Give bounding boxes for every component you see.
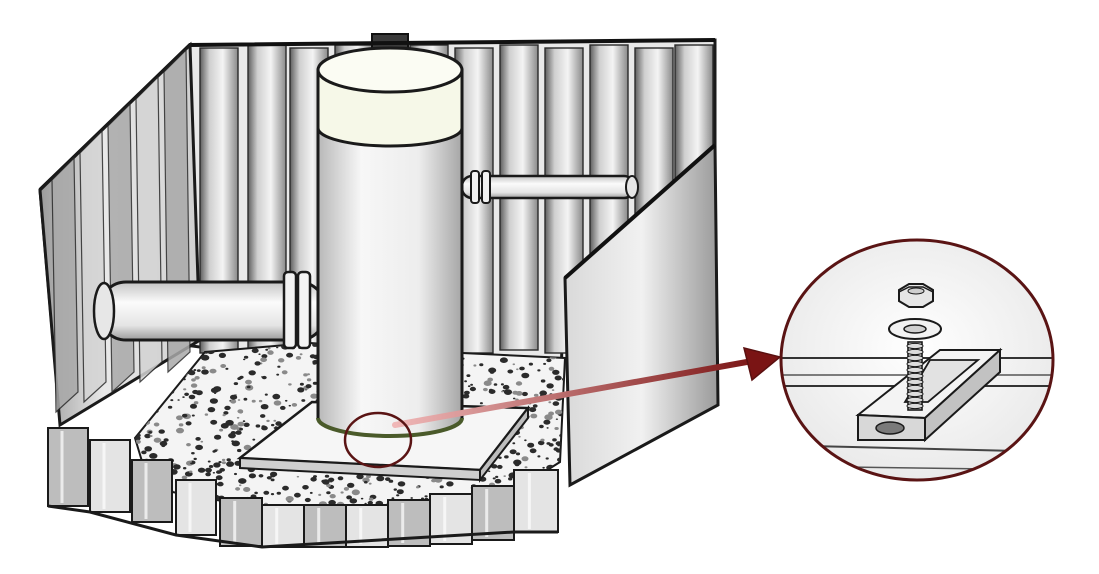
left-side-wall bbox=[38, 41, 202, 428]
right-side-wall bbox=[563, 141, 720, 488]
bolt-thread bbox=[906, 360, 924, 368]
pile-base-line bbox=[47, 504, 558, 549]
front-pile bbox=[47, 427, 89, 507]
front-pile bbox=[131, 459, 173, 523]
slotted-anchor-plate bbox=[855, 347, 1003, 443]
front-pile bbox=[219, 497, 263, 547]
anchor-bolt-detail-callout bbox=[779, 238, 1055, 482]
detail-leader-arrow bbox=[392, 346, 782, 428]
vertical-shaft-pipe bbox=[316, 46, 464, 438]
bolt-thread bbox=[906, 372, 924, 380]
front-pile bbox=[261, 504, 305, 548]
side-panel bbox=[51, 156, 79, 414]
side-panel bbox=[79, 129, 107, 404]
front-pile bbox=[175, 479, 217, 536]
left-lateral-pipe bbox=[92, 270, 327, 350]
bolt-thread bbox=[906, 384, 924, 392]
hex-nut bbox=[898, 283, 934, 308]
front-sheet-piles bbox=[47, 427, 559, 549]
front-pile bbox=[303, 504, 347, 548]
washer bbox=[888, 318, 942, 340]
bolt-thread bbox=[906, 348, 924, 356]
right-lateral-pipe bbox=[460, 170, 639, 204]
bolt-thread bbox=[906, 354, 924, 362]
front-pile bbox=[513, 469, 559, 533]
bolt-thread bbox=[906, 342, 924, 350]
side-panel bbox=[107, 102, 135, 394]
anchor-bolt bbox=[906, 341, 924, 411]
detail-origin-ring bbox=[343, 411, 413, 469]
bolt-thread bbox=[906, 402, 924, 410]
bolt-thread bbox=[906, 396, 924, 404]
front-pile bbox=[89, 439, 131, 513]
bolt-thread bbox=[906, 378, 924, 386]
bolt-thread bbox=[906, 366, 924, 374]
bolt-thread bbox=[906, 390, 924, 398]
